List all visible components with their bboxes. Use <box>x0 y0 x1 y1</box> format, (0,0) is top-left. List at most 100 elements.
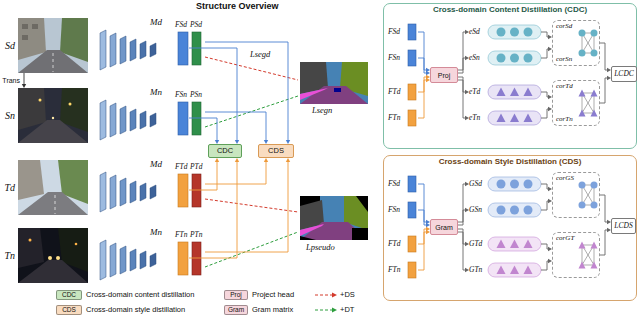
edge-label: Trans <box>1 77 21 84</box>
arrowhead <box>465 268 469 272</box>
node-label: Gram <box>435 224 453 231</box>
segmentation-map <box>300 62 368 104</box>
connector-line <box>189 161 237 258</box>
correlation-nodes <box>579 30 586 37</box>
legend-text: Gram matrix <box>252 306 293 314</box>
module-box: CDS <box>258 144 294 158</box>
embedding-row: GSn <box>469 202 541 218</box>
embedding-row: eSn <box>469 50 541 66</box>
node-label: FSn <box>175 91 187 99</box>
photo-source-day <box>18 50 88 73</box>
connector-line <box>541 244 549 249</box>
feature-map: FSn <box>388 202 418 218</box>
gram-rows <box>497 206 506 215</box>
connector <box>458 30 469 70</box>
gram-rows <box>524 180 533 189</box>
connector <box>189 158 219 190</box>
photo-source-day <box>18 18 88 73</box>
embedding-rows <box>510 28 519 37</box>
connector <box>600 43 611 72</box>
embedding-rows <box>497 54 506 63</box>
network: Md <box>96 160 166 215</box>
panel-feature-bars <box>408 202 416 218</box>
connector <box>189 118 219 144</box>
arrowhead <box>465 116 469 120</box>
pseudo-label-map <box>356 196 368 212</box>
connector-line <box>600 195 608 222</box>
node-label: corSd <box>556 23 572 30</box>
photo-source-day <box>53 53 54 72</box>
node-label: Mn <box>150 228 162 237</box>
correlation-nodes <box>579 242 586 249</box>
connector-line <box>418 58 427 73</box>
legend-swatch: CDC <box>56 290 82 300</box>
arrowhead <box>465 56 469 60</box>
embedding-row: eSd <box>469 24 541 40</box>
panel-feature-bars <box>408 110 416 126</box>
panel-feature-bars <box>408 50 416 66</box>
correlation-nodes <box>591 242 598 249</box>
photo-target-day <box>18 192 88 215</box>
connector <box>541 259 552 270</box>
feature-map: FTn <box>388 262 418 278</box>
arrowhead <box>465 90 469 94</box>
feature-bars <box>192 102 201 135</box>
feature-map: FSd <box>175 21 189 65</box>
pseudo-label-map <box>300 196 368 240</box>
embedding-rows <box>524 88 533 97</box>
node-label: corSn <box>556 56 572 63</box>
connector-line <box>418 184 427 222</box>
arrowhead <box>215 158 219 162</box>
gram-rows <box>488 263 541 277</box>
node-label: Md <box>150 160 162 169</box>
module-box: Gram <box>430 219 458 235</box>
photo-source-day <box>22 24 28 29</box>
photo-source-day <box>18 18 88 73</box>
legend-swatch: CDS <box>56 305 82 315</box>
connector-line <box>600 43 608 70</box>
feature-bars <box>178 32 188 65</box>
connector-line <box>458 58 466 73</box>
correlation-nodes <box>579 202 586 209</box>
legend-text: Project head <box>252 291 294 299</box>
connector-line <box>189 48 237 141</box>
network: Mn <box>96 228 166 283</box>
arrowhead <box>465 182 469 186</box>
photo-target-night <box>48 256 52 260</box>
network <box>100 100 156 140</box>
legend-text: Cross-domain style distillation <box>86 306 185 314</box>
connector <box>418 230 430 270</box>
node-label: GTn <box>469 266 482 274</box>
module-box: Proj <box>430 67 458 83</box>
node-label: PSn <box>190 91 202 99</box>
gram-rows <box>488 237 541 251</box>
embedding-row: eTn <box>469 110 541 126</box>
photo-source-night <box>18 88 88 143</box>
gram-rows <box>510 240 519 249</box>
connector <box>418 58 430 75</box>
arrowhead <box>465 208 469 212</box>
feature-map: PSn <box>190 91 205 135</box>
embedding-rows <box>488 51 541 65</box>
feature-map: FSd <box>388 176 418 192</box>
node-label: Md <box>150 18 162 27</box>
connector-line <box>458 32 466 70</box>
panel-feature-bars <box>408 84 416 100</box>
embedding-rows <box>524 114 533 123</box>
connector <box>458 208 469 225</box>
connector-line <box>541 109 549 118</box>
node-label: Mn <box>150 88 162 97</box>
correlation-nodes <box>579 182 586 189</box>
feature-map: FTn <box>175 231 189 275</box>
arrowhead <box>465 242 469 246</box>
photo-target-night <box>18 228 88 283</box>
feature-map: PTn <box>190 231 205 275</box>
photo-source-day <box>32 24 38 29</box>
connector-line <box>600 230 608 255</box>
panel-feature-bars <box>408 24 416 278</box>
node-label: LCDS <box>614 222 632 230</box>
connector <box>418 32 430 72</box>
correlation-group: corSd corSn <box>552 20 600 66</box>
photo-target-day <box>18 160 88 215</box>
connector-line <box>458 77 466 92</box>
